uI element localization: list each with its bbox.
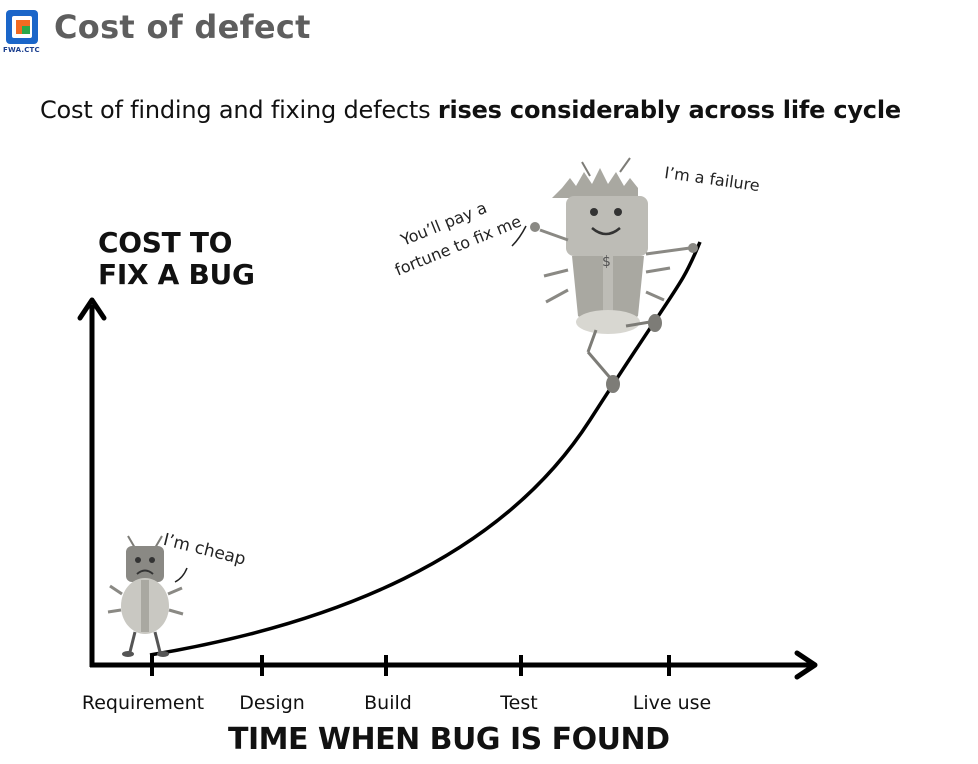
stage-label-design: Design bbox=[239, 692, 305, 714]
slide-subtitle: Cost of finding and fixing defects rises… bbox=[40, 96, 901, 124]
big-bug-illustration bbox=[511, 157, 698, 393]
y-axis-label-line1: COST TO bbox=[98, 226, 233, 259]
page-title: Cost of defect bbox=[54, 8, 311, 46]
x-axis-arrowhead bbox=[794, 650, 818, 680]
subtitle-normal: Cost of finding and fixing defects bbox=[40, 96, 438, 124]
y-axis-label-line2: FIX A BUG bbox=[98, 258, 255, 291]
stage-label-build: Build bbox=[364, 692, 412, 714]
stage-label-requirement: Requirement bbox=[81, 692, 205, 714]
y-axis-arrowhead bbox=[77, 297, 107, 321]
small-bug-illustration bbox=[107, 535, 188, 657]
x-axis-label: TIME WHEN BUG IS FOUND bbox=[228, 722, 670, 757]
cost-curve bbox=[149, 241, 702, 657]
company-logo-icon bbox=[6, 10, 38, 44]
stage-label-live-use: Live use bbox=[632, 692, 712, 714]
subtitle-bold: rises considerably across life cycle bbox=[437, 96, 901, 124]
y-axis-label: COST TO FIX A BUG bbox=[98, 227, 255, 291]
big-bug-dollar-badge: $ bbox=[602, 254, 611, 270]
logo-caption: FWA.CTC bbox=[3, 46, 40, 54]
stage-label-test: Test bbox=[500, 692, 538, 714]
